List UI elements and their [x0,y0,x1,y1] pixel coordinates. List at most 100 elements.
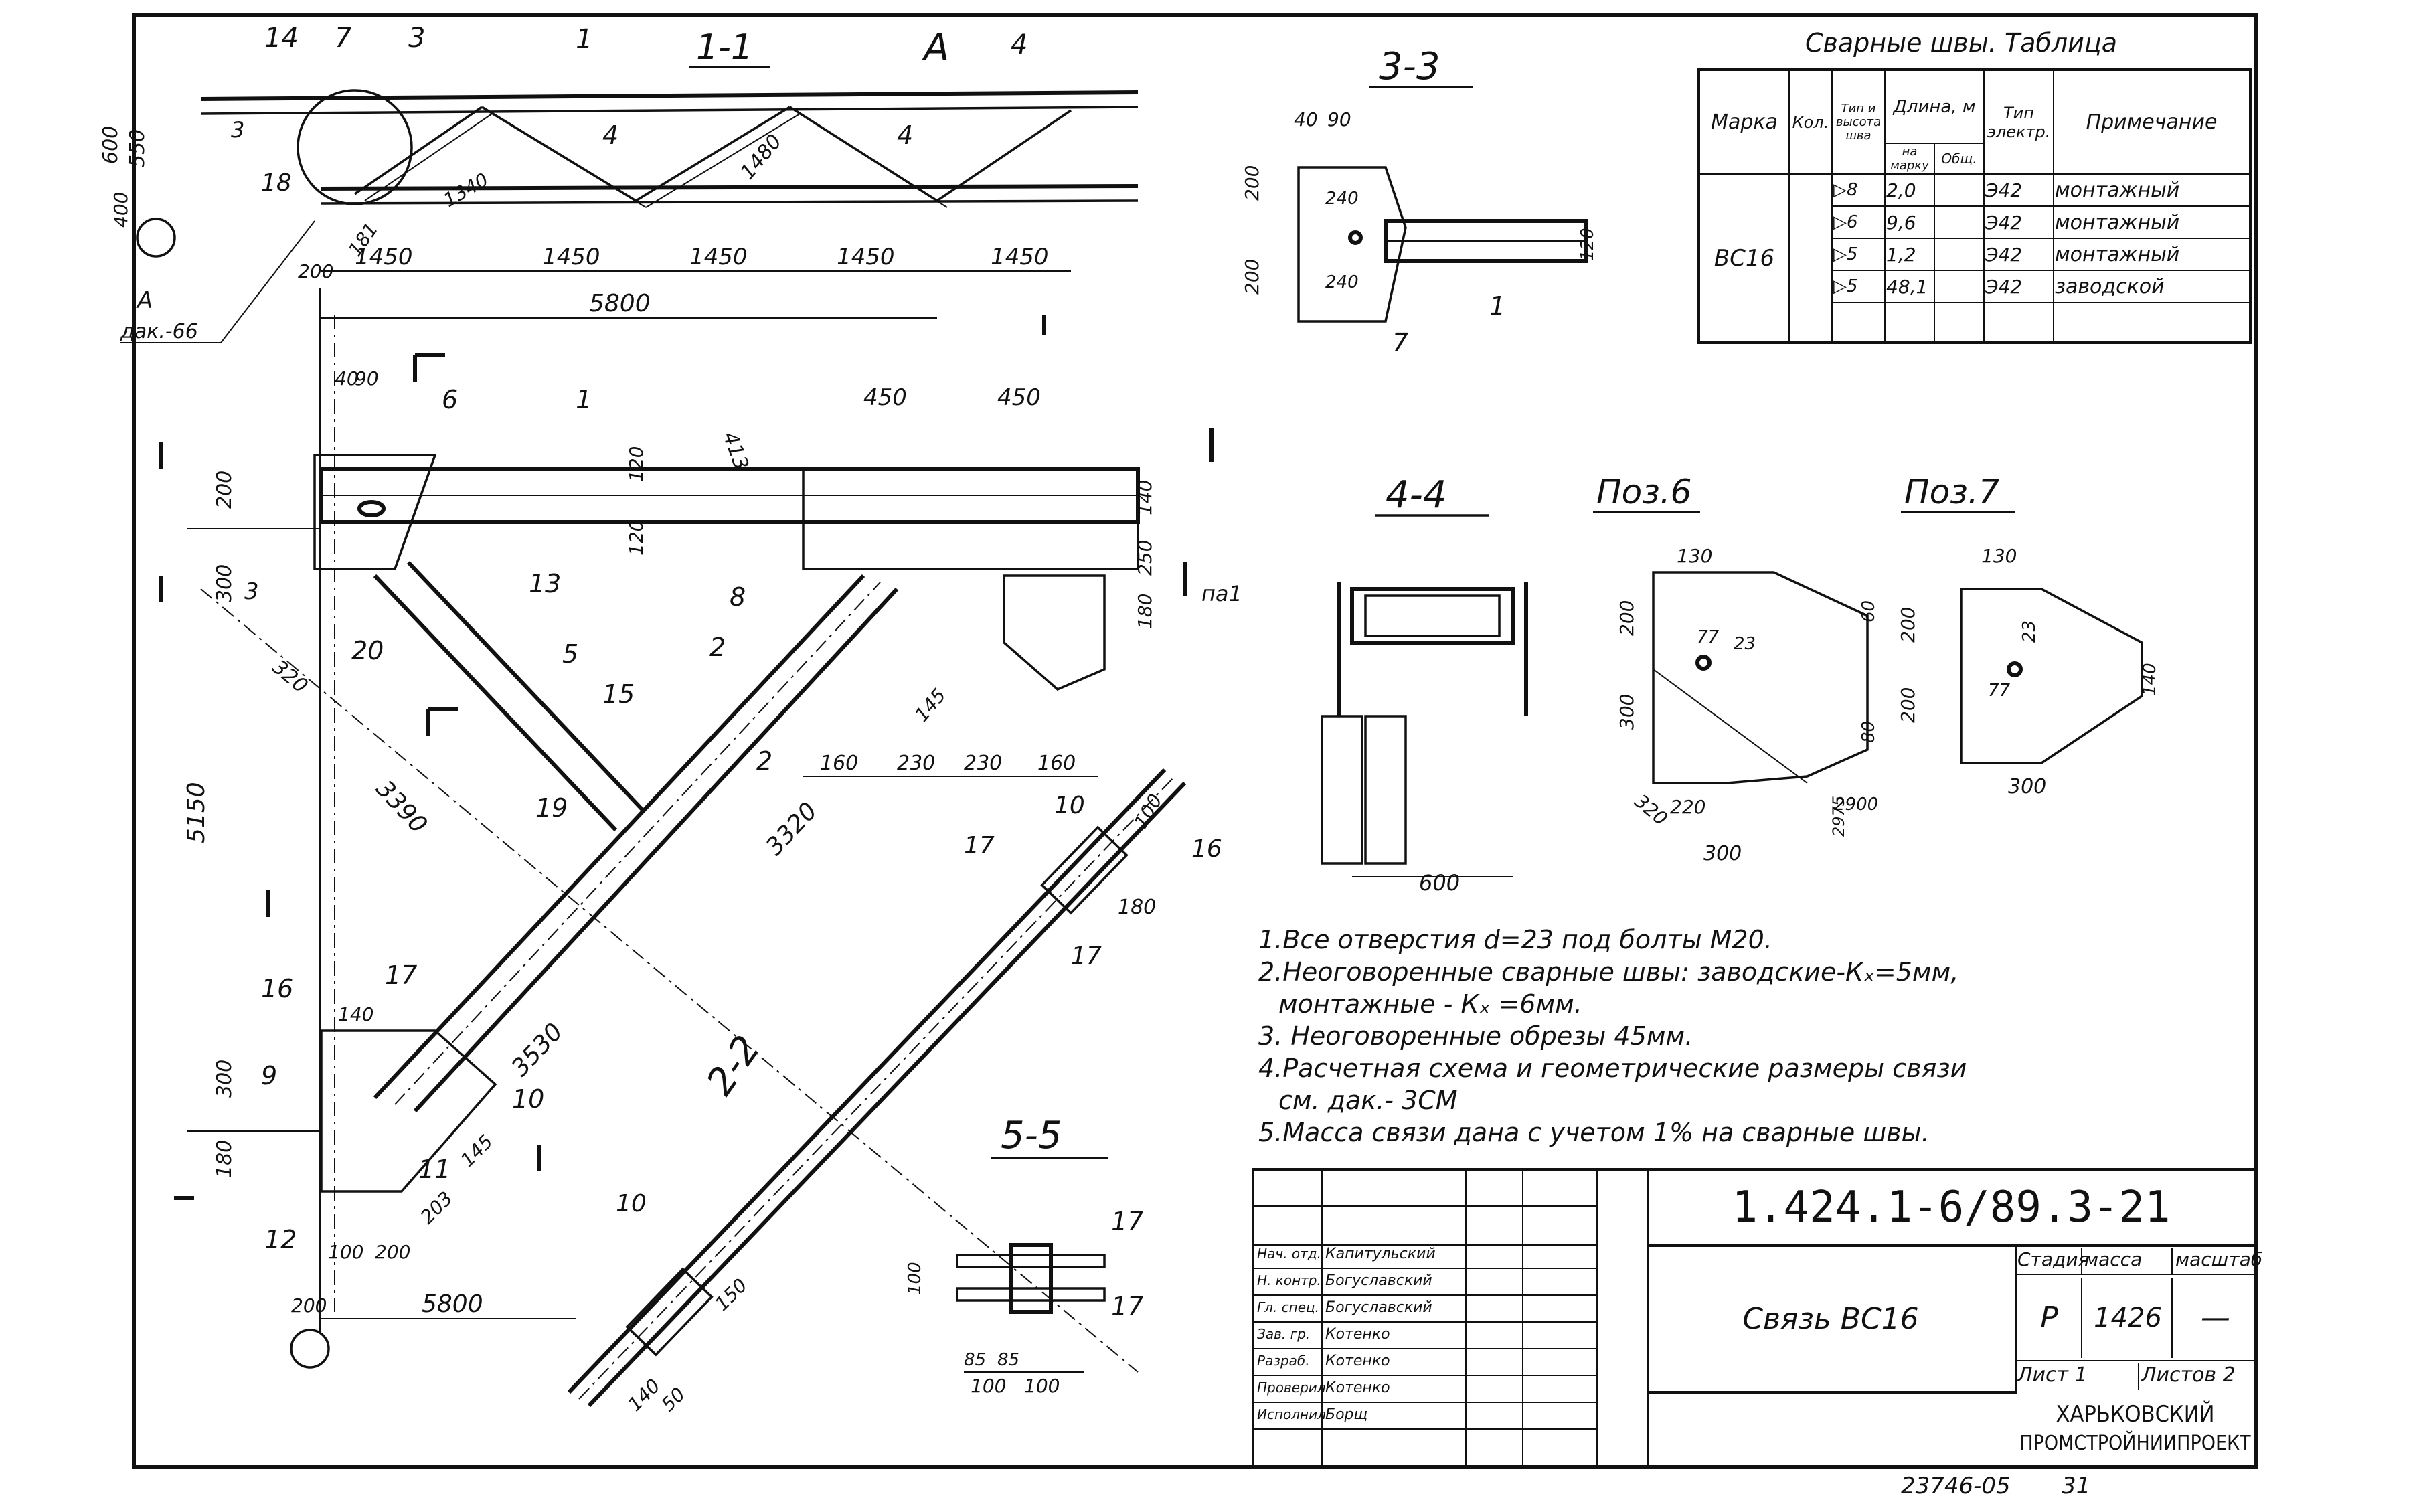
weld-col-electrode: Тип электр. [1983,69,2054,175]
weld-col-mark: Марка [1698,69,1790,175]
svg-text:140: 140 [2140,663,2160,696]
svg-text:220: 220 [1670,796,1705,818]
org-line-2: ПРОМСТРОЙНИИПРОЕКТ [2019,1432,2251,1455]
svg-text:200: 200 [375,1241,410,1263]
weld-col-note: Примечание [2053,69,2251,175]
svg-text:40: 40 [1294,108,1318,131]
svg-text:па1: па1 [1201,581,1242,606]
svg-text:140: 140 [338,1003,373,1025]
note-4: 4.Расчетная схема и геометрические разме… [1258,1054,1967,1083]
weld-row-len: 48,1 [1884,270,1935,303]
svg-text:1: 1 [1489,291,1505,321]
svg-text:8: 8 [730,582,746,612]
svg-text:160: 160 [820,752,858,775]
svg-text:2: 2 [756,746,772,776]
sheet-frame [132,13,2258,1469]
pos7-title: Поз.7 [1904,473,2000,511]
svg-text:5: 5 [562,639,578,669]
weld-row-el: Э42 [1983,205,2054,239]
note-5: 5.Масса связи дана с учетом 1% на сварны… [1258,1118,1930,1147]
svg-text:200: 200 [298,260,333,282]
section-4-4-title: 4-4 [1386,473,1446,517]
svg-text:85: 85 [997,1350,1019,1370]
svg-text:1450: 1450 [542,244,600,270]
svg-text:200: 200 [291,1294,327,1317]
inventory-number: 23746-05 [1901,1473,2011,1499]
section-4-4-view: 4-4 600 [1321,473,1528,896]
weld-col-type: Тип и высота шва [1831,69,1886,175]
svg-text:3320: 3320 [761,797,823,861]
svg-text:16: 16 [261,974,293,1003]
organization-name: ХАРЬКОВСКИЙ ПРОМСТРОЙНИИПРОЕКТ [2015,1393,2256,1467]
svg-text:1: 1 [576,24,592,55]
note-2: 2.Неоговоренные сварные швы: заводские-К… [1258,957,1959,987]
weld-table-block: Сварные швы. Таблица [1710,28,2252,58]
svg-text:300: 300 [213,564,236,602]
svg-text:19: 19 [535,793,568,823]
svg-text:145: 145 [456,1130,497,1171]
svg-text:180: 180 [213,1140,236,1178]
svg-text:4: 4 [1011,29,1027,60]
svg-text:17: 17 [385,960,417,990]
svg-text:77: 77 [1697,627,1720,647]
weld-table: Марка Кол. Тип и высота шва Длина, м Тип… [1697,68,2252,344]
axis-label-a: А [922,26,949,70]
svg-text:11: 11 [418,1155,450,1184]
svg-text:140: 140 [624,1375,665,1416]
svg-text:14: 14 [264,23,299,54]
staff-name: Богуславский [1325,1272,1432,1289]
weld-row-type: ▷6 [1831,205,1886,239]
svg-text:3: 3 [231,117,244,143]
svg-text:20: 20 [351,636,384,665]
title-block: Нач. отд. Капитульский Н. контр. Богусла… [1252,1168,2263,1467]
svg-text:17: 17 [1111,1292,1143,1321]
svg-text:2975: 2975 [1829,796,1848,837]
weld-mark-cell: ВС16 [1698,173,1790,343]
svg-text:5800: 5800 [589,290,651,317]
position-6-detail: Поз.6 130 200 300 77 23 60 80 320 220 30… [1593,473,1879,865]
svg-text:10: 10 [512,1084,544,1114]
svg-text:17: 17 [1111,1207,1143,1236]
svg-text:77: 77 [1988,681,2011,701]
svg-text:1450: 1450 [837,244,895,270]
staff-role: Исполнил [1257,1406,1326,1422]
svg-text:145: 145 [910,684,950,726]
svg-text:230: 230 [964,752,1002,775]
position-7-detail: Поз.7 130 200 200 77 23 140 300 [1897,473,2160,799]
section-3-3-view: 3-3 40 90 200 200 240 240 120 1 7 [1241,45,1598,357]
svg-text:7: 7 [335,23,352,54]
svg-text:300: 300 [1616,694,1638,730]
svg-text:200: 200 [213,471,236,509]
svg-text:16: 16 [1191,835,1222,863]
section-2-2-title: 2-2 [698,1028,769,1103]
weld-row-el: Э42 [1983,173,2054,207]
svg-text:200: 200 [1897,687,1919,723]
svg-text:140: 140 [1134,480,1156,515]
weld-row-note: заводской [2053,270,2251,303]
svg-text:450: 450 [997,384,1041,411]
weld-row-type: ▷5 [1831,238,1886,271]
svg-text:230: 230 [897,752,935,775]
svg-text:3390: 3390 [370,775,432,839]
svg-text:90: 90 [1327,108,1351,131]
svg-text:100: 100 [971,1375,1006,1397]
svg-text:100: 100 [328,1241,363,1263]
svg-text:17: 17 [1071,942,1102,970]
weld-row-type: ▷5 [1831,270,1886,303]
pos6-title: Поз.6 [1596,473,1691,511]
note-2-cont: монтажные - Кₓ =6мм. [1278,989,1582,1019]
weld-row-note: монтажный [2053,205,2251,239]
svg-text:13: 13 [529,569,561,598]
svg-text:23: 23 [2019,620,2039,643]
svg-text:6: 6 [442,385,458,414]
svg-text:5150: 5150 [183,782,210,843]
svg-text:130: 130 [1677,545,1712,567]
note-3: 3. Неоговоренные обрезы 45мм. [1258,1021,1693,1051]
scale-label: масштаб [2175,1248,2263,1270]
svg-text:1: 1 [576,385,592,414]
svg-text:150: 150 [711,1274,752,1315]
svg-text:1450: 1450 [355,244,413,270]
doc-code: 1.424.1-6/89.3-21 [1647,1171,2256,1247]
svg-text:120: 120 [625,446,647,482]
